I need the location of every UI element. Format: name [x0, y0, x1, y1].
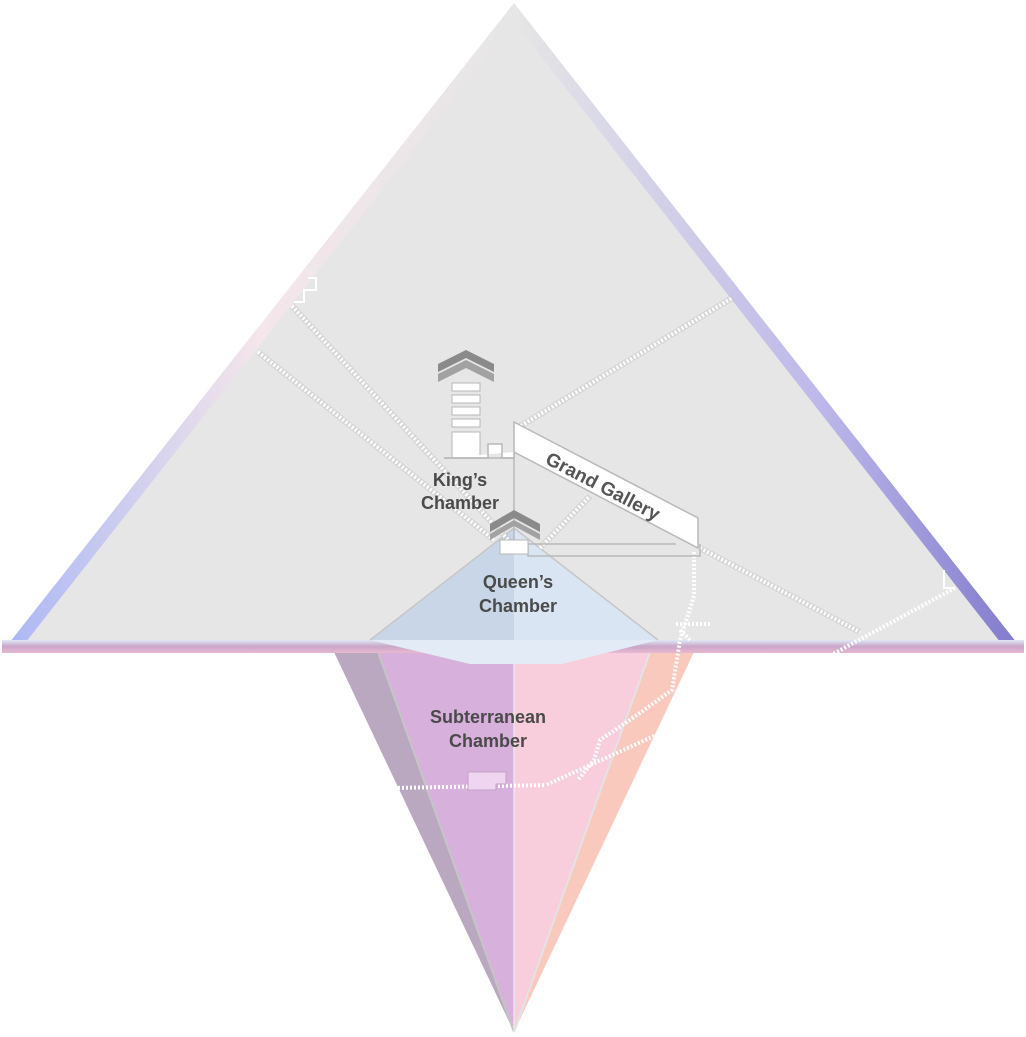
queens-chamber-label-line1: Queen’s — [483, 572, 553, 592]
subterranean-chamber-label-line1: Subterranean — [430, 707, 546, 727]
relieving-chamber-1 — [452, 383, 480, 391]
relieving-chamber-2 — [452, 395, 480, 403]
queens-chamber-room — [500, 540, 528, 554]
kings-chamber-label-line1: King’s — [433, 470, 487, 490]
queens-chamber-label-line2: Chamber — [479, 596, 557, 616]
kings-chamber-label-line2: Chamber — [421, 493, 499, 513]
relieving-chamber-3 — [452, 407, 480, 415]
relieving-chamber-4 — [452, 419, 480, 427]
kings-chamber-room — [452, 432, 480, 458]
subterranean-chamber-label-line2: Chamber — [449, 731, 527, 751]
